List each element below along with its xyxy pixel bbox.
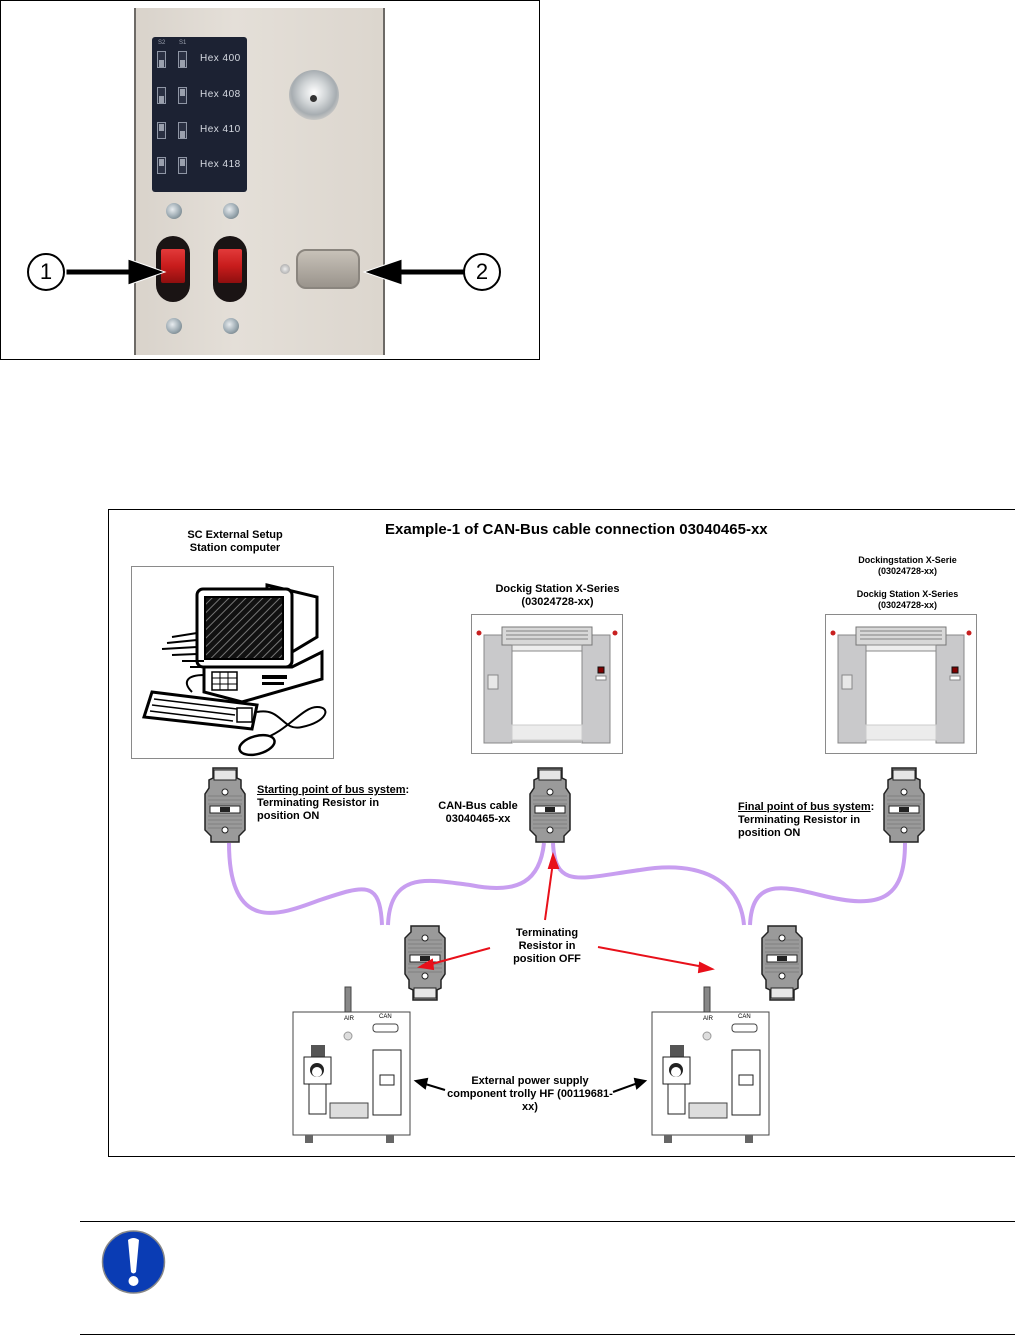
can-bus-cable-label: CAN-Bus cable 03040465-xx [430,800,526,826]
start-point-line: Terminating Resistor in [257,797,380,809]
computer-label: SC External Setup Station computer [170,529,300,555]
can-label: CAN [379,1014,392,1020]
dip-switch-s2 [157,157,166,174]
callout-arrows [65,258,465,286]
dip-switch-s1 [178,51,187,68]
hex-row: Hex 408 [152,87,247,107]
switch-header-s2: S2 [158,40,166,46]
dip-switch-s2 [157,122,166,139]
final-point-line: position ON [738,827,801,839]
start-point-colon: : [405,784,410,796]
note-top-divider [80,1221,1015,1222]
hex-row: Hex 400 [152,51,247,71]
dock-label-line: (03024728-xx) [521,596,594,608]
final-point-label: Final point of bus system: Terminating R… [738,801,874,840]
dock-right-label: Dockingstation X-Serie (03024728-xx) Doc… [830,555,985,611]
arrow-1 [65,258,167,286]
screw-icon [166,203,182,219]
docking-station-center-illustration [471,614,623,754]
final-point-line: Terminating Resistor in [738,814,861,826]
callout-2: 2 [463,253,501,291]
air-label: AIR [344,1016,355,1022]
final-point-colon: : [870,801,875,813]
dip-switch-s1 [178,157,187,174]
dip-switch-s1 [178,122,187,139]
exclamation-mandatory-icon [101,1230,166,1294]
terminating-off-label: Terminating Resistor in position OFF [502,927,592,966]
callout-1: 1 [27,253,65,291]
power-supply-unit-left [292,986,411,1143]
cable-label-line: CAN-Bus cable [438,800,518,812]
hex-label: Hex 408 [200,89,241,100]
start-point-heading: Starting point of bus system [257,784,406,796]
docking-station-right-illustration [825,614,977,754]
dock-label-line: Dockig Station X-Series [856,589,959,599]
diagram-title: Example-1 of CAN-Bus cable connection 03… [385,521,768,538]
sub-d-connector [296,249,360,289]
rocker-switch-1 [156,236,190,302]
terminating-off-line: position OFF [513,953,581,965]
terminating-off-line: Terminating [515,927,579,939]
power-supply-label: External power supply component trolly H… [435,1075,625,1114]
power-supply-line: External power supply [471,1075,589,1087]
dock-label-line: Dockig Station X-Series [495,583,620,595]
arrow-2 [362,258,465,286]
air-fitting [289,70,339,120]
hex-label: Hex 418 [200,159,241,170]
can-bus-cable [227,842,907,926]
screw-icon [223,203,239,219]
power-unit-connector-right [761,925,803,1001]
start-point-line: position ON [257,810,320,822]
terminal-connector-final [883,767,925,843]
ground-stud [280,264,290,274]
docking-station-icon [830,626,972,744]
dip-switch-s2 [157,87,166,104]
hex-address-switch-plate: S2 S1 Hex 400 Hex 408 Hex 410 Hex 418 [152,37,247,192]
hex-label: Hex 410 [200,124,241,135]
cable-label-line: 03040465-xx [445,813,511,825]
red-arrows [417,851,715,974]
power-supply-line: xx) [522,1101,538,1113]
docking-station-icon [476,626,618,744]
dock-label-line: (03024728-xx) [877,600,938,610]
screw-icon [223,318,239,334]
air-label: AIR [703,1016,714,1022]
dip-switch-s1 [178,87,187,104]
dock-label-line: (03024728-xx) [877,566,938,576]
note-bottom-divider [80,1334,1015,1335]
hex-row: Hex 418 [152,157,247,177]
hex-row: Hex 410 [152,122,247,142]
can-bus-cable-connector [529,767,571,843]
black-arrows [413,1077,648,1093]
final-point-heading: Final point of bus system [738,801,871,813]
dip-switch-s2 [157,51,166,68]
power-supply-line: component trolly HF (00119681- [447,1088,613,1100]
switch-header-s1: S1 [179,40,187,46]
computer-label-line: Station computer [189,542,281,554]
terminal-connector-start [204,767,246,843]
dock-label-line: Dockingstation X-Serie [858,555,957,565]
computer-illustration [131,566,334,759]
rocker-switch-2 [213,236,247,302]
screw-icon [166,318,182,334]
start-point-label: Starting point of bus system: Terminatin… [257,784,409,823]
hex-label: Hex 400 [200,53,241,64]
can-label: CAN [738,1014,751,1020]
terminating-off-line: Resistor in [518,940,576,952]
computer-icon [142,583,327,757]
power-supply-unit-right [651,986,770,1143]
dock-center-label: Dockig Station X-Series (03024728-xx) [480,583,635,609]
computer-label-line: SC External Setup [187,529,283,541]
